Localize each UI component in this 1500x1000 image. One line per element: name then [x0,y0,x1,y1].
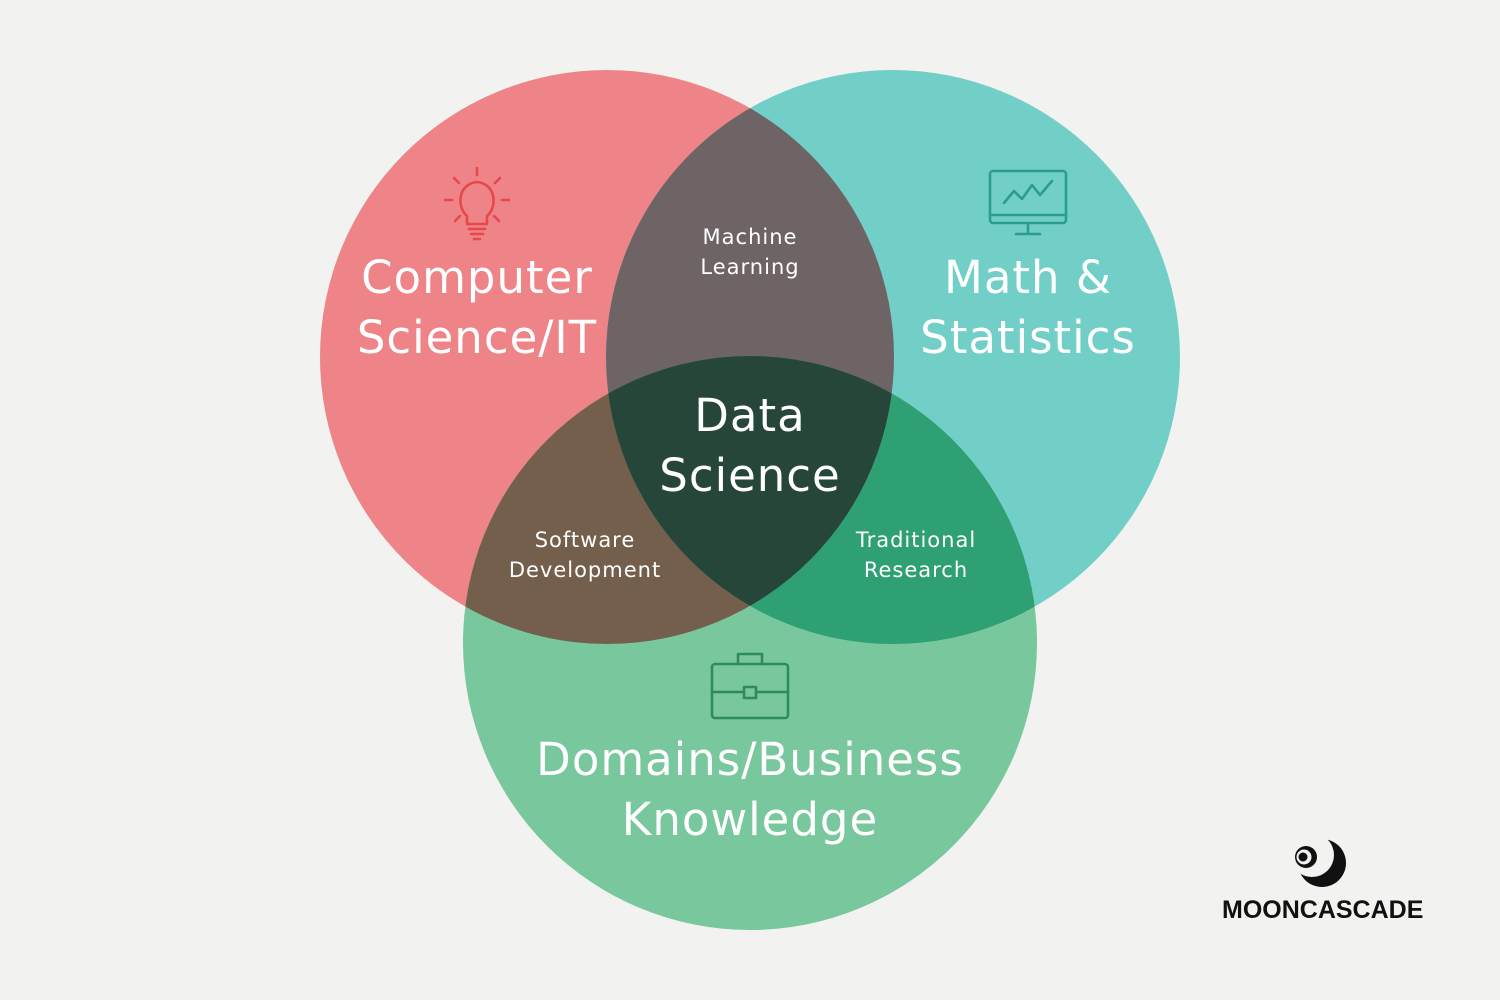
label-line: Statistics [920,311,1136,364]
briefcase-icon [710,652,790,720]
label-line: Computer [361,251,593,304]
label-line: Research [863,558,969,582]
lightbulb-icon [443,166,511,241]
label-domain-knowledge: Domains/Business Knowledge [536,730,964,850]
label-line: Traditional [855,528,977,552]
label-line: Science [659,449,841,502]
label-software-development: Software Development [509,525,661,585]
label-machine-learning: Machine Learning [700,222,799,282]
label-math-statistics: Math & Statistics [920,248,1136,368]
label-line: Knowledge [621,793,879,846]
logo-text: MOONCASCADE [1222,896,1424,924]
label-line: Software [534,528,636,552]
chart-monitor-icon [988,169,1068,236]
mooncascade-logo: MOONCASCADE [1222,833,1424,928]
label-computer-science: Computer Science/IT [357,248,597,368]
label-line: Machine [702,225,798,249]
label-line: Domains/Business [536,733,964,786]
label-line: Science/IT [356,311,598,364]
label-traditional-research: Traditional Research [856,525,976,585]
label-line: Math & [944,251,1112,304]
label-line: Learning [700,255,800,279]
label-line: Data [694,389,806,442]
mooncascade-logo-icon [1290,833,1346,887]
label-line: Development [508,558,662,582]
label-data-science: Data Science [659,386,840,506]
